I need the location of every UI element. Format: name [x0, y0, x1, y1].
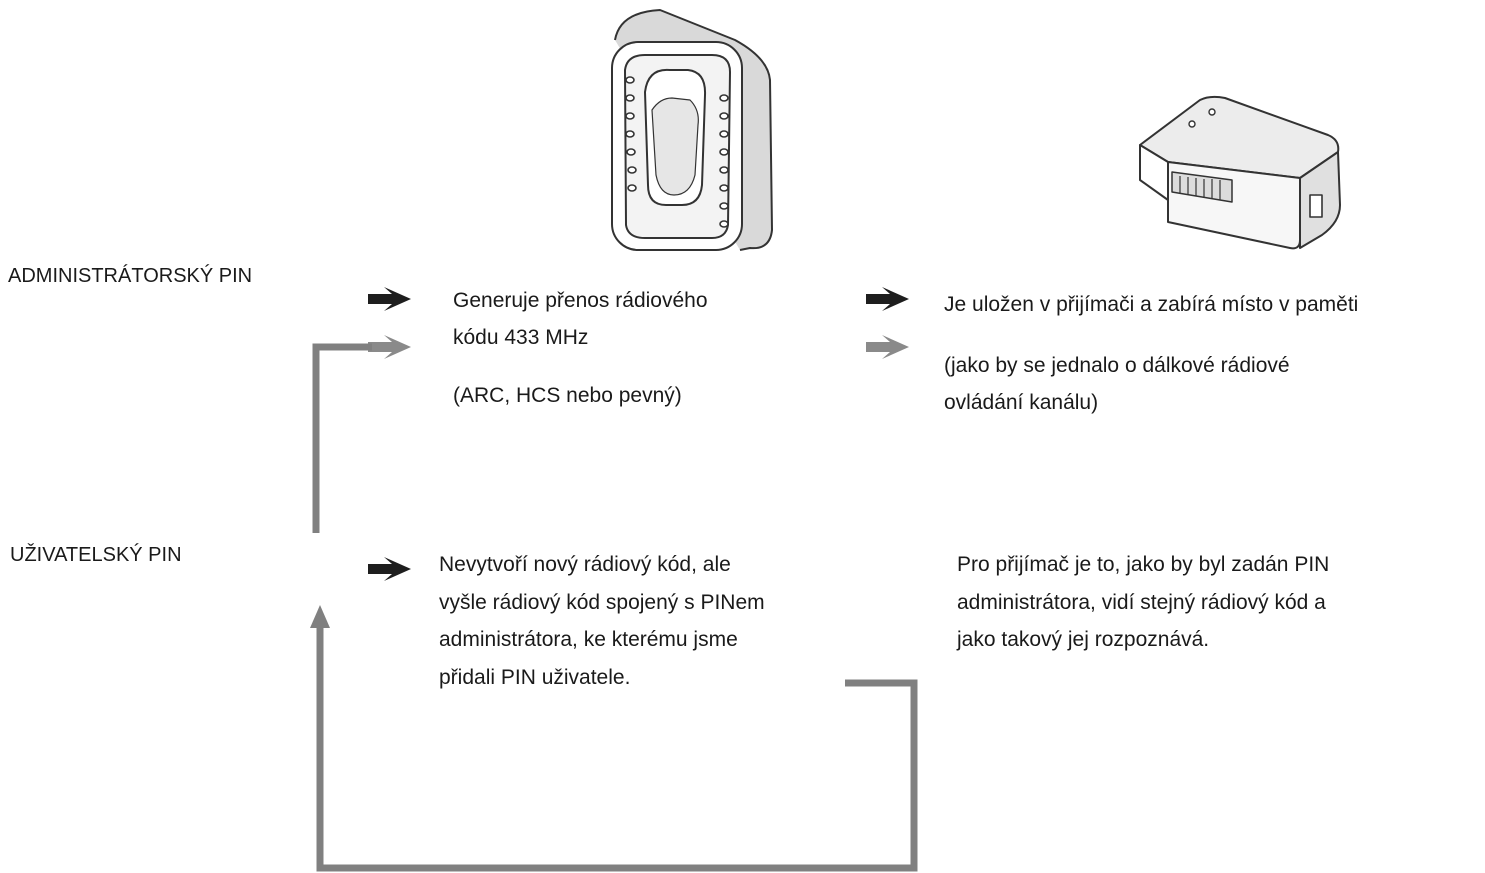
receiver-text-line2: (jako by se jednalo o dálkové rádiové — [944, 354, 1290, 377]
keypad-text-line3: (ARC, HCS nebo pevný) — [453, 384, 682, 407]
receiver-text-line1: Je uložen v přijímači a zabírá místo v p… — [944, 293, 1359, 316]
receiver-text-line3: ovládání kanálu) — [944, 391, 1099, 414]
loop-arrowhead-up — [310, 605, 330, 628]
user-keypad-line2: vyšle rádiový kód spojený s PINem — [439, 591, 765, 614]
arrow-admin-to-keypad — [368, 287, 411, 311]
keypad-device-image — [611, 9, 773, 251]
loop-lines — [310, 343, 918, 872]
arrow-user-to-keypad — [368, 557, 411, 581]
receiver-device-image — [1139, 95, 1341, 250]
user-pin-label: UŽIVATELSKÝ PIN — [10, 544, 182, 566]
user-receiver-line2: administrátora, vidí stejný rádiový kód … — [957, 591, 1326, 614]
gray-arrows — [368, 335, 909, 359]
user-keypad-line4: přidali PIN uživatele. — [439, 666, 631, 689]
user-keypad-line3: administrátora, ke kterému jsme — [439, 628, 738, 651]
admin-pin-label: ADMINISTRÁTORSKÝ PIN — [8, 265, 253, 287]
arrow-loop-to-keypad — [368, 335, 411, 359]
keypad-text-line1: Generuje přenos rádiového — [453, 289, 708, 312]
user-receiver-line3: jako takový jej rozpoznává. — [957, 628, 1210, 651]
dark-arrows — [368, 287, 909, 581]
arrow-keypad-to-receiver — [866, 287, 909, 311]
keypad-text-line2: kódu 433 MHz — [453, 326, 589, 349]
loop-line-up-to-admin — [312, 343, 372, 533]
user-keypad-line1: Nevytvoří nový rádiový kód, ale — [439, 553, 731, 576]
arrow-gray-to-receiver — [866, 335, 909, 359]
user-receiver-line1: Pro přijímač je to, jako by byl zadán PI… — [957, 553, 1330, 576]
loop-line-bottom — [316, 625, 918, 872]
